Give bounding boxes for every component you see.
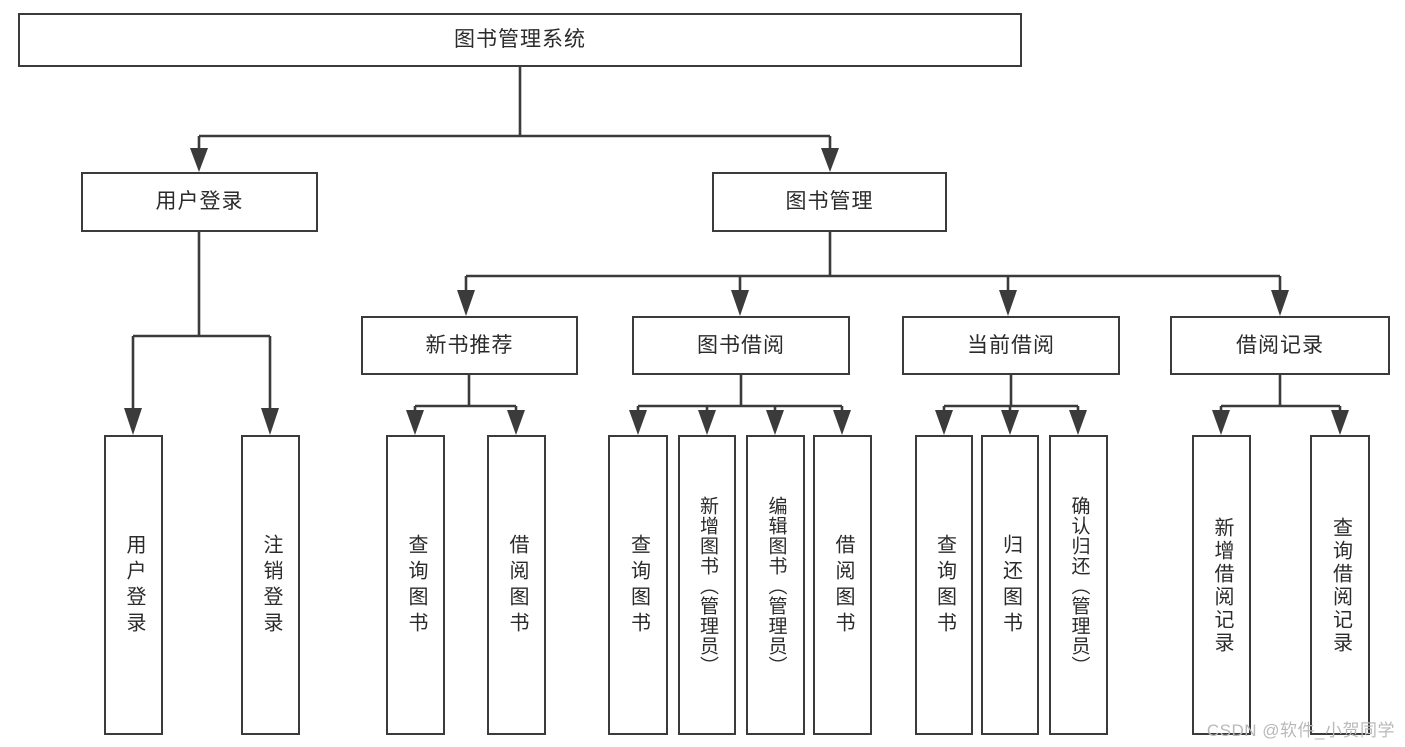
node-borrow-edit-book-label: 编辑图书（管理员）	[765, 496, 787, 676]
arrow-current-confirm-return	[1069, 410, 1087, 435]
node-user-logout-label: 注销登录	[260, 534, 282, 638]
node-root-label: 图书管理系统	[454, 28, 586, 52]
arrow-root-to-user-login	[190, 148, 208, 172]
node-user-login-do-label: 用户登录	[123, 534, 145, 638]
node-current-confirm-return-label: 确认归还（管理员）	[1068, 496, 1090, 676]
node-borrow-record-label: 借阅记录	[1236, 333, 1324, 357]
arrow-current-query-book	[935, 410, 953, 435]
node-record-query-label: 查询借阅记录	[1329, 517, 1352, 655]
node-borrow-edit-book[interactable]: 编辑图书（管理员）	[746, 435, 805, 735]
node-borrow-add-book-label: 新增图书（管理员）	[696, 496, 718, 676]
arrow-root-to-book-management	[821, 148, 839, 172]
node-book-management-label: 图书管理	[785, 190, 874, 214]
watermark-text: CSDN @软件_小贺同学	[1206, 721, 1395, 740]
arrow-current-return-book	[1001, 410, 1019, 435]
node-record-query[interactable]: 查询借阅记录	[1310, 435, 1370, 735]
node-book-borrow-label: 图书借阅	[697, 333, 785, 357]
arrow-current-borrow	[999, 290, 1017, 316]
node-borrow-query-book[interactable]: 查询图书	[608, 435, 668, 735]
arrow-borrow-edit-book	[766, 410, 784, 435]
arrow-borrow-record	[1271, 290, 1289, 316]
arrow-recommend-query-book	[406, 410, 424, 435]
arrow-user-logout	[261, 408, 279, 435]
node-recommend-borrow-book-label: 借阅图书	[506, 534, 528, 638]
node-borrow-borrow-book[interactable]: 借阅图书	[813, 435, 872, 735]
arrow-new-book-recommend	[457, 290, 475, 316]
arrow-borrow-borrow-book	[833, 410, 851, 435]
node-borrow-query-book-label: 查询图书	[627, 534, 650, 638]
node-current-borrow-label: 当前借阅	[967, 333, 1055, 357]
node-book-borrow[interactable]: 图书借阅	[632, 316, 850, 375]
arrow-borrow-query-book	[629, 410, 647, 435]
node-user-login-do[interactable]: 用户登录	[104, 435, 163, 735]
arrow-record-query	[1331, 410, 1349, 435]
node-book-management[interactable]: 图书管理	[712, 172, 947, 232]
node-borrow-borrow-book-label: 借阅图书	[832, 534, 854, 638]
arrow-borrow-add-book	[698, 410, 716, 435]
node-new-book-recommend-label: 新书推荐	[425, 333, 514, 357]
node-current-borrow[interactable]: 当前借阅	[902, 316, 1120, 375]
node-user-logout[interactable]: 注销登录	[241, 435, 300, 735]
node-record-add[interactable]: 新增借阅记录	[1192, 435, 1251, 735]
node-record-add-label: 新增借阅记录	[1211, 517, 1233, 655]
node-user-login-label: 用户登录	[155, 190, 244, 214]
arrow-recommend-borrow-book	[507, 410, 525, 435]
node-recommend-borrow-book[interactable]: 借阅图书	[487, 435, 546, 735]
node-borrow-add-book[interactable]: 新增图书（管理员）	[678, 435, 736, 735]
node-borrow-record[interactable]: 借阅记录	[1170, 316, 1390, 375]
arrow-record-add	[1212, 410, 1230, 435]
node-current-return-book-label: 归还图书	[999, 534, 1022, 638]
node-new-book-recommend[interactable]: 新书推荐	[361, 316, 578, 375]
node-user-login[interactable]: 用户登录	[81, 172, 318, 232]
node-current-query-book[interactable]: 查询图书	[915, 435, 973, 735]
arrow-book-borrow	[731, 290, 749, 316]
node-root[interactable]: 图书管理系统	[18, 13, 1022, 67]
node-current-confirm-return[interactable]: 确认归还（管理员）	[1049, 435, 1108, 735]
node-current-return-book[interactable]: 归还图书	[981, 435, 1039, 735]
node-current-query-book-label: 查询图书	[933, 534, 956, 638]
arrow-user-login-do	[124, 408, 142, 435]
node-recommend-query-book[interactable]: 查询图书	[386, 435, 445, 735]
node-recommend-query-book-label: 查询图书	[405, 534, 427, 638]
